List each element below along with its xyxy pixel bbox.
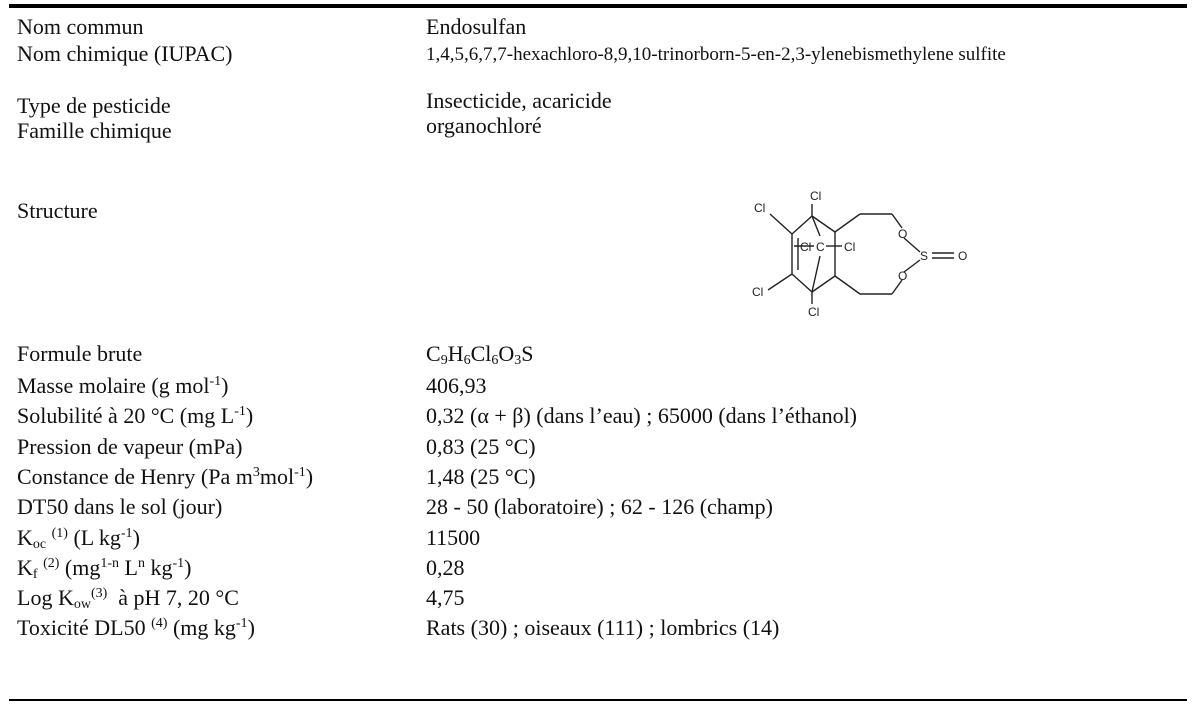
atom-o-lower: O <box>898 269 907 283</box>
value-toxicite: Rats (30) ; oiseaux (111) ; lombrics (14… <box>426 615 780 640</box>
table-top-rule <box>9 4 1187 8</box>
label-masse-molaire: Masse molaire (g mol-1) <box>17 373 229 398</box>
bond <box>891 213 903 229</box>
bond <box>834 213 861 233</box>
label-nom-commun: Nom commun <box>17 14 144 39</box>
bond <box>791 215 813 235</box>
label-log-kow: Log Kow(3) à pH 7, 20 °C <box>17 585 239 612</box>
atom-cl-top: Cl <box>810 189 821 203</box>
bond <box>791 273 813 293</box>
atom-o-double: O <box>958 249 967 263</box>
value-constance-henry: 1,48 (25 °C) <box>426 464 536 489</box>
value-kf: 0,28 <box>426 555 465 580</box>
bond <box>811 215 821 237</box>
label-constance-henry: Constance de Henry (Pa m3mol-1) <box>17 464 314 489</box>
atom-c-bridge: C <box>816 240 825 254</box>
label-structure: Structure <box>17 198 98 223</box>
bond <box>767 273 793 291</box>
bond <box>769 213 793 235</box>
bond <box>834 275 861 295</box>
bond <box>903 237 921 253</box>
label-pression-vapeur: Pression de vapeur (mPa) <box>17 434 243 459</box>
value-nom-chimique: 1,4,5,6,7,7-hexachloro-8,9,10-trinorborn… <box>426 44 1006 65</box>
atom-cl-upper-left: Cl <box>754 201 765 215</box>
value-dt50: 28 - 50 (laboratoire) ; 62 - 126 (champ) <box>426 494 773 519</box>
label-formule-brute: Formule brute <box>17 341 143 366</box>
atom-cl-bottom: Cl <box>808 305 819 316</box>
value-formule-brute: C9H6Cl6O3S <box>426 341 534 368</box>
atom-cl-bridge-right: Cl <box>844 240 855 254</box>
value-type-pesticide: Insecticide, acaricide <box>426 88 612 113</box>
endosulfan-structure-diagram: Cl Cl Cl C Cl Cl Cl O S O O <box>752 189 967 316</box>
value-koc: 11500 <box>426 525 481 550</box>
label-dt50: DT50 dans le sol (jour) <box>17 494 223 519</box>
table-bottom-rule <box>9 699 1187 701</box>
value-masse-molaire: 406,93 <box>426 373 487 398</box>
atom-s: S <box>920 249 928 263</box>
value-solubilite: 0,32 (α + β) (dans l’eau) ; 65000 (dans … <box>426 403 858 428</box>
label-nom-chimique: Nom chimique (IUPAC) <box>17 41 233 66</box>
atom-o-upper: O <box>898 227 907 241</box>
label-solubilite: Solubilité à 20 °C (mg L-1) <box>17 403 254 428</box>
bond <box>811 275 836 293</box>
bond <box>811 215 836 233</box>
value-pression-vapeur: 0,83 (25 °C) <box>426 434 536 459</box>
bond <box>891 279 903 295</box>
label-type-pesticide: Type de pesticide <box>17 93 171 118</box>
label-kf: Kf (2) (mg1-n Ln kg-1) <box>17 555 192 582</box>
value-log-kow: 4,75 <box>426 585 465 610</box>
bond <box>811 255 821 293</box>
value-famille-chimique: organochloré <box>426 113 542 138</box>
value-nom-commun: Endosulfan <box>426 14 527 39</box>
atom-cl-lower-left: Cl <box>752 285 763 299</box>
label-toxicite: Toxicité DL50 (4) (mg kg-1) <box>17 615 255 640</box>
label-koc: Koc (1) (L kg-1) <box>17 525 140 552</box>
bond <box>903 259 921 273</box>
atom-cl-bridge-left: Cl <box>800 240 811 254</box>
label-famille-chimique: Famille chimique <box>17 118 172 143</box>
